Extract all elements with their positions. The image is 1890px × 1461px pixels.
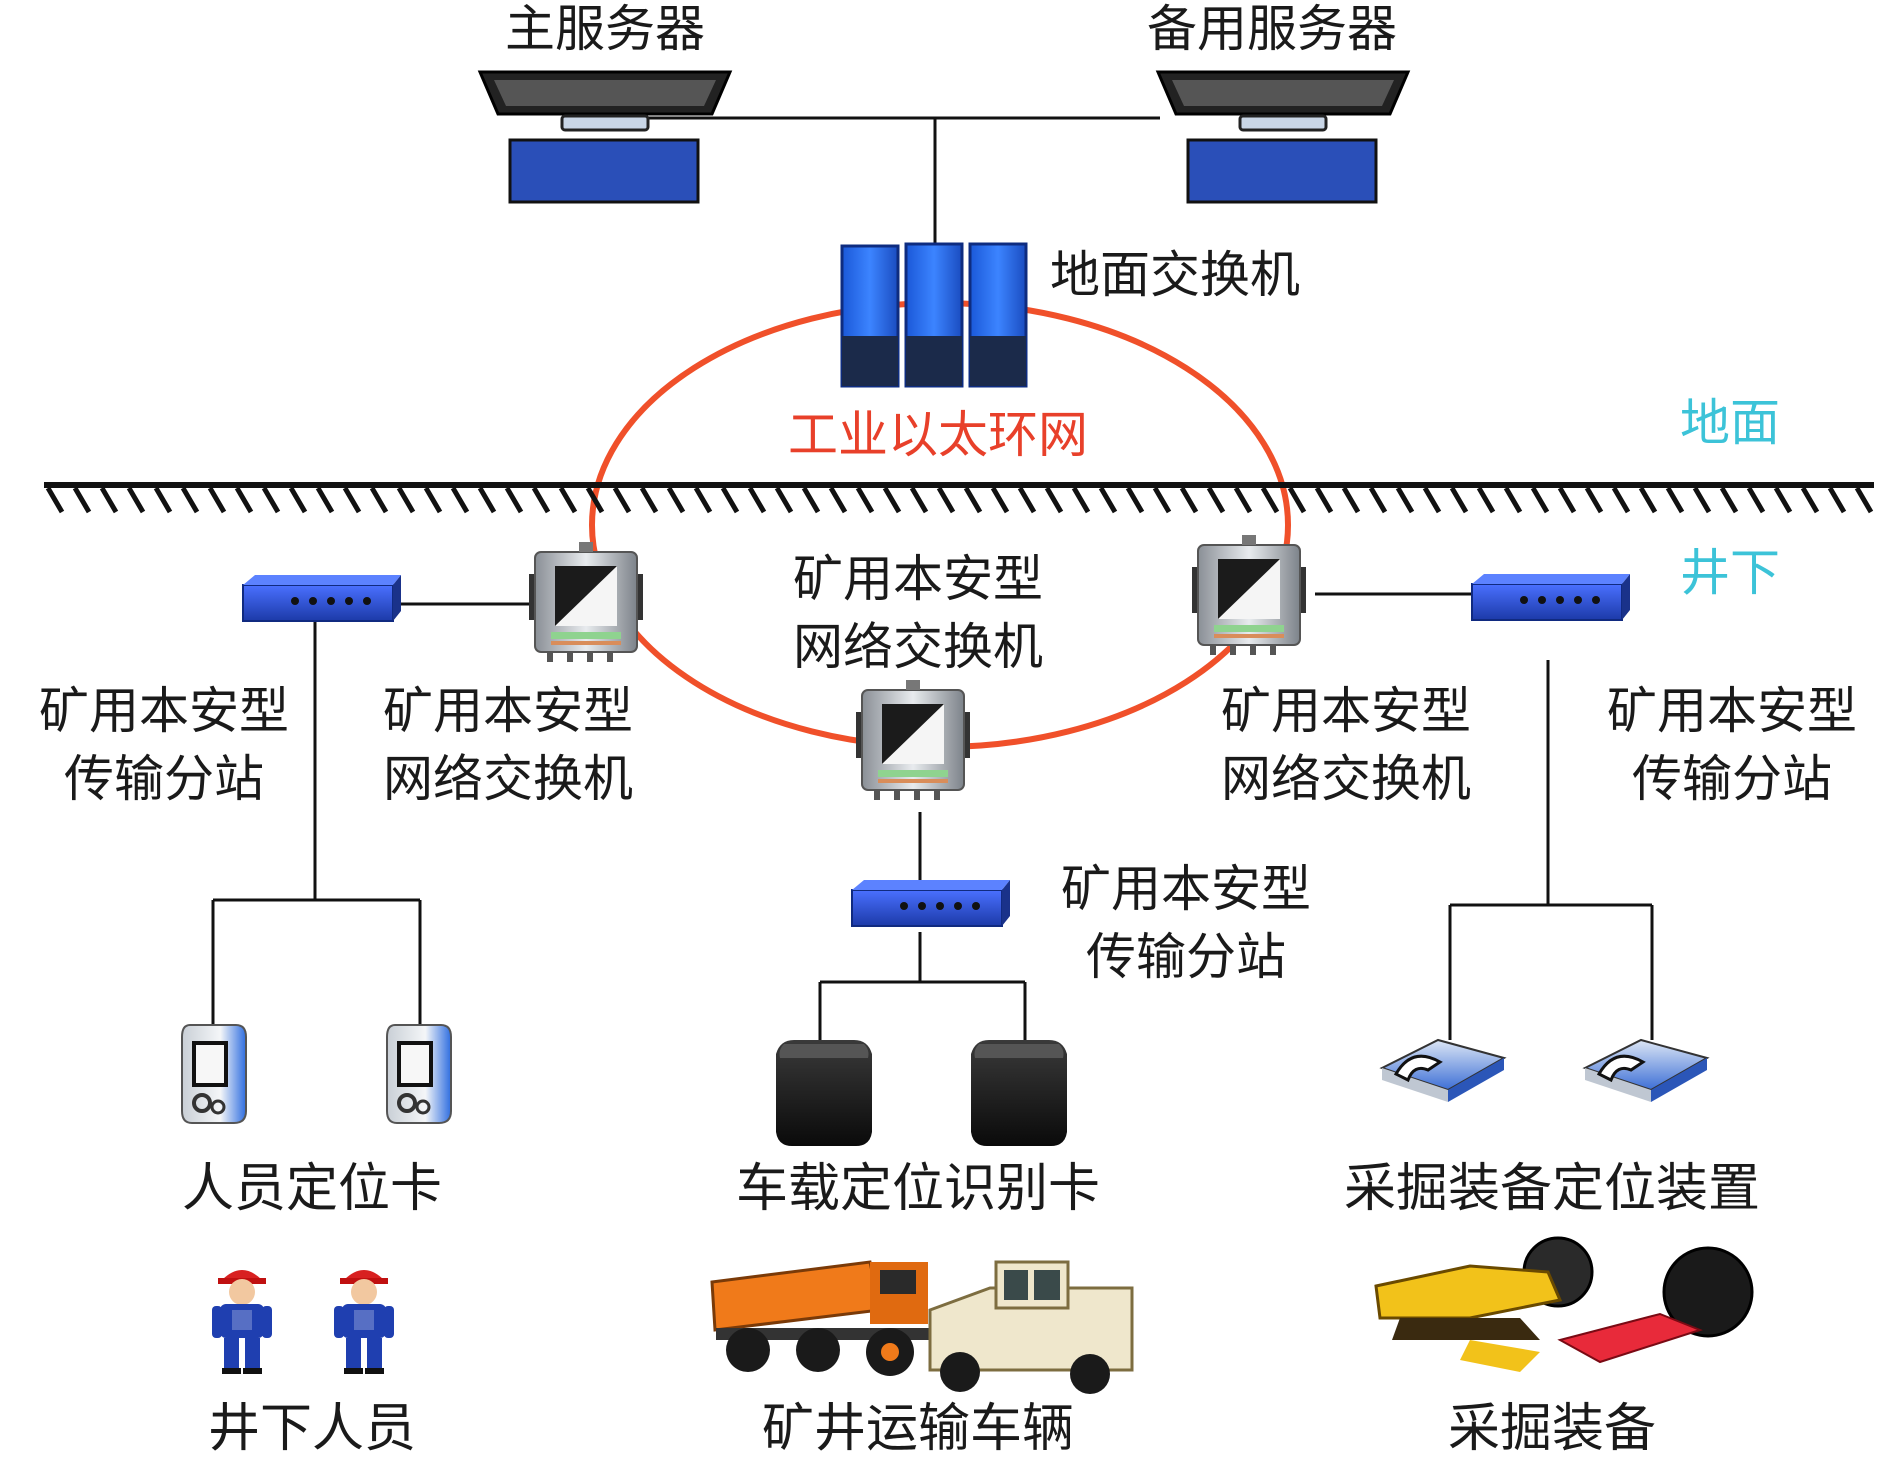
backup-server-icon [1156, 70, 1410, 204]
station-right-label-line1: 矿用本安型 [1607, 682, 1857, 740]
personnel-card-icon [385, 1023, 453, 1125]
personnel-label: 井下人员 [208, 1399, 416, 1459]
vehicles-label: 矿井运输车辆 [762, 1399, 1074, 1459]
dump-truck-icon [710, 1260, 930, 1376]
underground-label: 井下 [1680, 544, 1780, 602]
station-right-label-line2: 传输分站 [1632, 750, 1832, 808]
surface-ground-line [44, 482, 1874, 514]
personnel-card-icon [180, 1023, 248, 1125]
personnel-card-label: 人员定位卡 [182, 1159, 442, 1219]
equipment-device-label: 采掘装备定位装置 [1344, 1159, 1760, 1219]
station-left-icon [242, 574, 402, 622]
equipment-label: 采掘装备 [1448, 1399, 1656, 1459]
station-center-icon [851, 879, 1011, 927]
miner-icon [212, 1270, 272, 1374]
ground-switch-icon [840, 242, 1028, 388]
ring-network-label: 工业以太环网 [788, 406, 1088, 464]
vehicle-card-label: 车载定位识别卡 [736, 1159, 1100, 1219]
switch-right-label-line1: 矿用本安型 [1221, 682, 1471, 740]
backup-server-label: 备用服务器 [1147, 0, 1397, 58]
switch-center-label-line1: 矿用本安型 [793, 550, 1043, 608]
station-left-label-line2: 传输分站 [64, 750, 264, 808]
switch-right-label-line2: 网络交换机 [1221, 750, 1471, 808]
equipment-device-icon [1380, 1038, 1506, 1104]
switch-left-label-line2: 网络交换机 [383, 750, 633, 808]
surface-label: 地面 [1680, 394, 1780, 452]
roadheader-icon [1374, 1236, 1754, 1372]
station-left-label-line1: 矿用本安型 [39, 682, 289, 740]
station-center-label-line1: 矿用本安型 [1061, 860, 1311, 918]
mine-switch-right-icon [1191, 534, 1307, 656]
station-right-icon [1471, 573, 1631, 621]
mining-vehicle-icon [928, 1260, 1134, 1394]
equipment-device-icon [1583, 1038, 1709, 1104]
main-server-icon [478, 70, 732, 204]
station-center-label-line2: 传输分站 [1086, 928, 1286, 986]
mine-switch-center-icon [855, 679, 971, 801]
switch-center-label-line2: 网络交换机 [793, 618, 1043, 676]
connection-lines [211, 116, 1654, 1045]
switch-left-label-line1: 矿用本安型 [383, 682, 633, 740]
vehicle-card-icon [776, 1040, 872, 1146]
ground-switch-label: 地面交换机 [1050, 246, 1300, 304]
vehicle-card-icon [971, 1040, 1067, 1146]
miner-icon [334, 1270, 394, 1374]
mine-switch-left-icon [528, 541, 644, 663]
main-server-label: 主服务器 [505, 0, 705, 58]
